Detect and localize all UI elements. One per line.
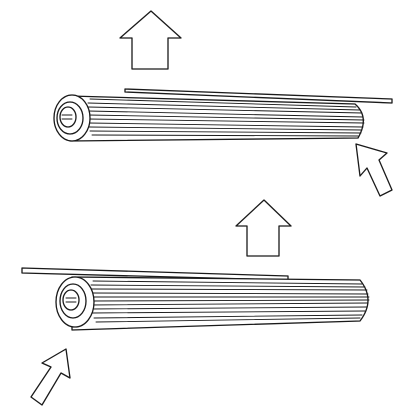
roller bbox=[55, 276, 370, 331]
roller-end-cap bbox=[53, 94, 91, 142]
roller-end-cap bbox=[55, 276, 95, 328]
roller bbox=[53, 94, 365, 142]
roller-ribs bbox=[89, 280, 370, 323]
roller-ribs bbox=[87, 98, 365, 137]
push-arrow-icon bbox=[355, 143, 393, 197]
sheet-strip bbox=[124, 88, 393, 104]
push-arrow-icon bbox=[30, 348, 71, 406]
roller-body bbox=[69, 95, 364, 142]
step-2 bbox=[21, 199, 370, 406]
lift-arrow-icon bbox=[235, 199, 292, 257]
lift-arrow-icon bbox=[119, 10, 182, 70]
step-1 bbox=[53, 10, 393, 197]
